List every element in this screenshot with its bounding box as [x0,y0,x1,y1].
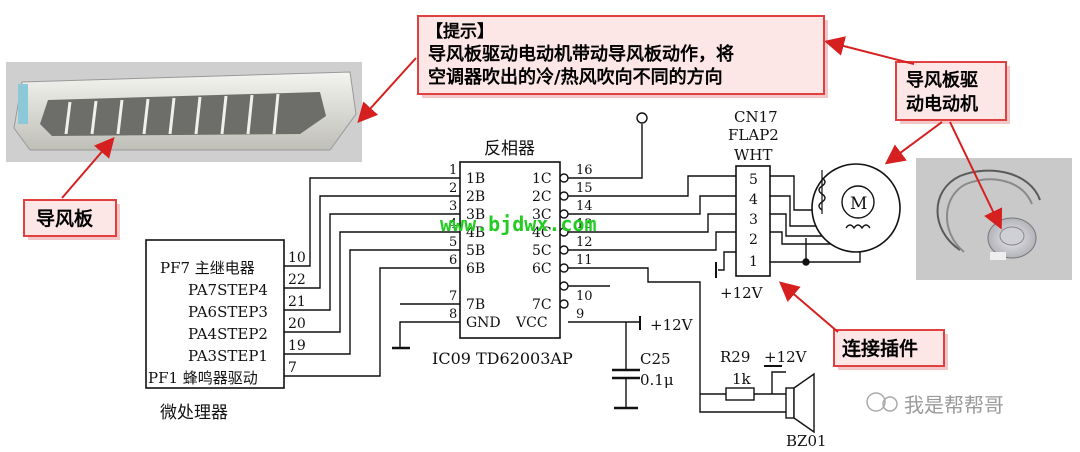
ic-lpin-name-2: 2B [466,189,485,205]
flap-label-box: 导风板 [23,199,120,240]
ic-lpin-num-8: 8 [449,307,457,322]
ic-rpin-name-2: 2C [532,189,552,205]
ic-lpin-name-4: 4B [466,225,485,241]
ic-rpin-num-4: 13 [576,217,593,232]
connector-pin-3: 3 [749,212,758,228]
ic-to-connector-wires [568,112,786,413]
mcu-pin-name-5: PA3STEP1 [188,347,268,365]
motor-label-box: 导风板驱 动电动机 [895,61,1010,124]
ic-lpin-num-7: 7 [449,289,457,304]
mcu-to-ic-wires [284,177,460,377]
cn17-connector: CN17 FLAP2 WHT 5 4 3 2 1 +12V [715,108,779,302]
ic-rpin-num-6: 11 [576,253,593,268]
mcu-pin-name-6: PF1 蜂鸣器驱动 [148,369,258,387]
mcu-pin-name-3: PA6STEP3 [188,303,268,321]
connector-pin-2: 2 [749,232,758,248]
connector-type: FLAP2 [728,126,779,144]
signature: 我是帮帮哥 [866,392,1004,417]
ic-lpin-num-6: 6 [449,253,457,268]
connector-color: WHT [734,146,773,164]
connector-supply: +12V [720,284,764,302]
flap-photo [6,62,362,162]
flap-label: 导风板 [36,207,94,230]
ic-rpin-name-3: 3C [532,207,552,223]
ic-lpin-name-6: 6B [466,261,485,277]
motor-label-line-2: 动电动机 [906,93,978,115]
mcu-title: 微处理器 [160,403,228,423]
vcc-supply-label: +12V [650,316,694,334]
ic-lpin-num-1: 1 [449,163,457,178]
ic-rpin-name-5: 5C [532,243,552,259]
ic-rpin-num-3: 14 [576,199,593,214]
ic-lpin-name-1: 1B [466,171,485,187]
connector-pin-5: 5 [749,172,758,188]
ic-lpin-name-3: 3B [466,207,485,223]
connector-pin-1: 1 [749,254,758,270]
mcu-pin-num-5: 19 [288,338,306,354]
mcu-pin-name-1: PF7 主继电器 [160,259,255,277]
ic-rpin-num-8: 9 [576,307,584,322]
ic-rpin-name-8: VCC [515,315,548,331]
ic-rpin-name-7: 7C [532,297,552,313]
cap-name: C25 [640,350,671,368]
hint-title: 【提示】 [426,21,494,42]
mcu-pin-num-1: 10 [288,250,306,266]
watermark-url: www.bjdwx.com [440,212,597,236]
connector-to-motor-wires [770,175,862,266]
ic-rpin-num-1: 16 [576,163,593,178]
ic-title: 反相器 [484,139,535,159]
mcu-pin-num-3: 21 [288,294,306,310]
ic09-inverter: 反相器 IC09 TD62003AP 1 2 3 4 5 6 7 8 1B 2B… [432,139,593,368]
hint-line-2: 空调器吹出的冷/热风吹向不同的方向 [428,66,723,88]
mcu-pin-name-2: PA7STEP4 [188,281,268,299]
hint-line-1: 导风板驱动电动机带动导风板动作，将 [428,43,734,65]
motor-label-line-1: 导风板驱 [906,69,978,91]
ic-lpin-name-5: 5B [466,243,485,259]
connector-pin-4: 4 [749,192,758,208]
resistor-name: R29 [720,348,750,366]
ic-part: IC09 TD62003AP [432,349,573,368]
connector-label: 连接插件 [842,337,918,360]
ic-rpin-num-2: 15 [576,181,593,196]
ic-rpin-name-6: 6C [532,261,552,277]
buzzer-name: BZ01 [786,432,827,450]
motor-photo [916,158,1072,280]
ic-lpin-num-2: 2 [449,181,457,196]
mcu-pin-num-2: 22 [288,272,306,288]
mcu-pin-num-4: 20 [288,316,306,332]
ic-lpin-name-8: GND [466,315,501,331]
connector-name: CN17 [734,108,778,126]
hint-callout: 【提示】 导风板驱动电动机带动导风板动作，将 空调器吹出的冷/热风吹向不同的方向 [417,15,828,98]
callout-arrows [61,36,1003,333]
mcu-pin-name-4: PA4STEP2 [188,325,268,343]
ic-rpin-name-1: 1C [532,171,552,187]
ic-rpin-num-7: 10 [576,289,593,304]
ic-lpin-num-5: 5 [449,235,457,250]
resistor-value: 1k [732,370,752,388]
connector-label-box: 连接插件 [833,329,948,370]
ic-rpin-name-4: 4C [532,225,552,241]
mcu-pin-num-6: 7 [288,360,297,376]
ic-lpin-num-3: 3 [449,199,457,214]
ic-lpin-num-4: 4 [449,217,457,232]
buzzer-circuit: R29 1k +12V BZ01 [700,348,827,450]
mcu-block: 微处理器 PF7 主继电器 PA7STEP4 PA6STEP3 PA4STEP2… [145,239,306,423]
motor-symbol: M [850,194,867,214]
stepper-motor: M [811,163,901,253]
cap-value: 0.1μ [640,371,674,389]
ic-lpin-name-7: 7B [466,297,485,313]
buzzer-supply: +12V [764,348,808,366]
signature-text: 我是帮帮哥 [904,393,1004,417]
ic-rpin-num-5: 12 [576,235,593,250]
